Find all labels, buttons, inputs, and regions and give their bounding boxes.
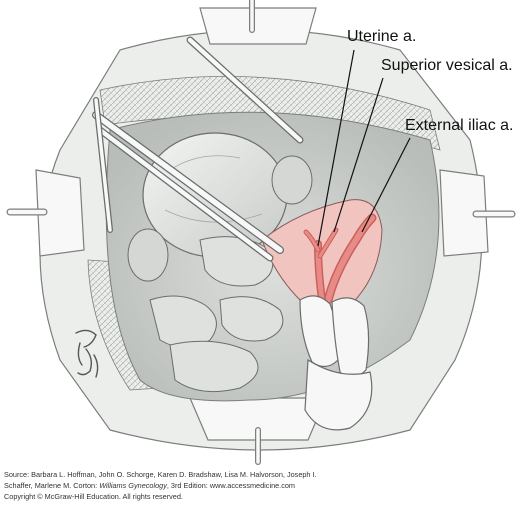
source-line-2: Schaffer, Marlene M. Corton: Williams Gy… [4, 481, 295, 491]
leader-lines [317, 49, 411, 247]
adnexa [127, 155, 313, 282]
source-line-1: Source: Barbara L. Hoffman, John O. Scho… [4, 470, 317, 479]
leader-line-superior-vesical [333, 77, 384, 233]
label-uterine-artery: Uterine a. [347, 28, 417, 45]
leader-line-uterine [317, 49, 355, 247]
retractor-blade-top [199, 7, 317, 45]
retractor-blade-right [439, 169, 489, 257]
label-external-iliac-artery: External iliac a. [405, 117, 514, 134]
leader-line-external-iliac [361, 137, 411, 233]
surgeon-fingers [299, 295, 373, 431]
artist-signature [75, 329, 99, 378]
label-superior-vesical-artery: Superior vesical a. [381, 57, 513, 74]
retroperitoneal-space [261, 199, 383, 314]
source-citation: Source: Barbara L. Hoffman, John O. Scho… [4, 469, 516, 503]
retractor-blade-left [35, 169, 85, 257]
forceps [92, 36, 304, 262]
source-line-3: Copyright © McGraw-Hill Education. All r… [4, 492, 183, 502]
